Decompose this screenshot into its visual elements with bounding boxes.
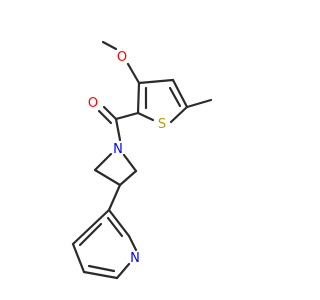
bond-pyridine-c5-c4 xyxy=(71,242,86,274)
bond-ring-c3-c4 xyxy=(137,78,175,85)
bond-azetidine-to-pyridine xyxy=(107,183,122,212)
bond-ring-to-carbonyl xyxy=(114,111,140,121)
bond-azetidine-c4-n xyxy=(122,153,138,173)
molecule-diagram: O O S N N xyxy=(71,40,213,280)
bond-pyridine-c4-c3 xyxy=(71,208,111,246)
atom-labels: O O S N N xyxy=(88,50,166,266)
bond-carbonyl-double-b xyxy=(97,109,113,125)
bond-ring-c5-s xyxy=(169,105,189,124)
bond-ring-s-c2 xyxy=(136,111,155,122)
bond-methyl-to-methoxy-oxygen xyxy=(101,40,118,51)
bond-methoxy-oxygen-to-ring xyxy=(126,62,141,85)
bond-pyridine-c2-n xyxy=(127,234,138,252)
bond-pyridine-inner-a xyxy=(106,216,124,238)
bond-ring-c4-c5 xyxy=(171,78,189,109)
bond-pyridine-c6-c5 xyxy=(82,270,119,280)
bond-carbonyl-to-nitrogen xyxy=(114,117,122,142)
bond-pyridine-inner-c xyxy=(78,222,103,247)
pyridine-nitrogen-label: N xyxy=(130,251,140,266)
bond-carbonyl-double-a xyxy=(102,105,118,121)
methoxy-oxygen-label: O xyxy=(117,50,127,65)
bond-azetidine-c3-c4 xyxy=(118,169,138,187)
sulfur-label: S xyxy=(158,117,166,132)
bond-pyridine-inner-b xyxy=(87,264,116,273)
carbonyl-oxygen-label: O xyxy=(88,96,98,111)
azetidine-nitrogen-label: N xyxy=(113,142,123,157)
bond-pyridine-n-c6 xyxy=(115,262,131,280)
bond-ring-to-methyl xyxy=(185,98,213,109)
bond-azetidine-c2-c3 xyxy=(93,168,122,187)
bonds xyxy=(71,40,213,280)
bond-azetidine-n-c2 xyxy=(93,152,113,172)
bond-ring-c4-c5-inner xyxy=(168,86,182,108)
bond-ring-c2-c3 xyxy=(136,81,141,115)
bond-pyridine-c3-c2 xyxy=(107,208,131,238)
